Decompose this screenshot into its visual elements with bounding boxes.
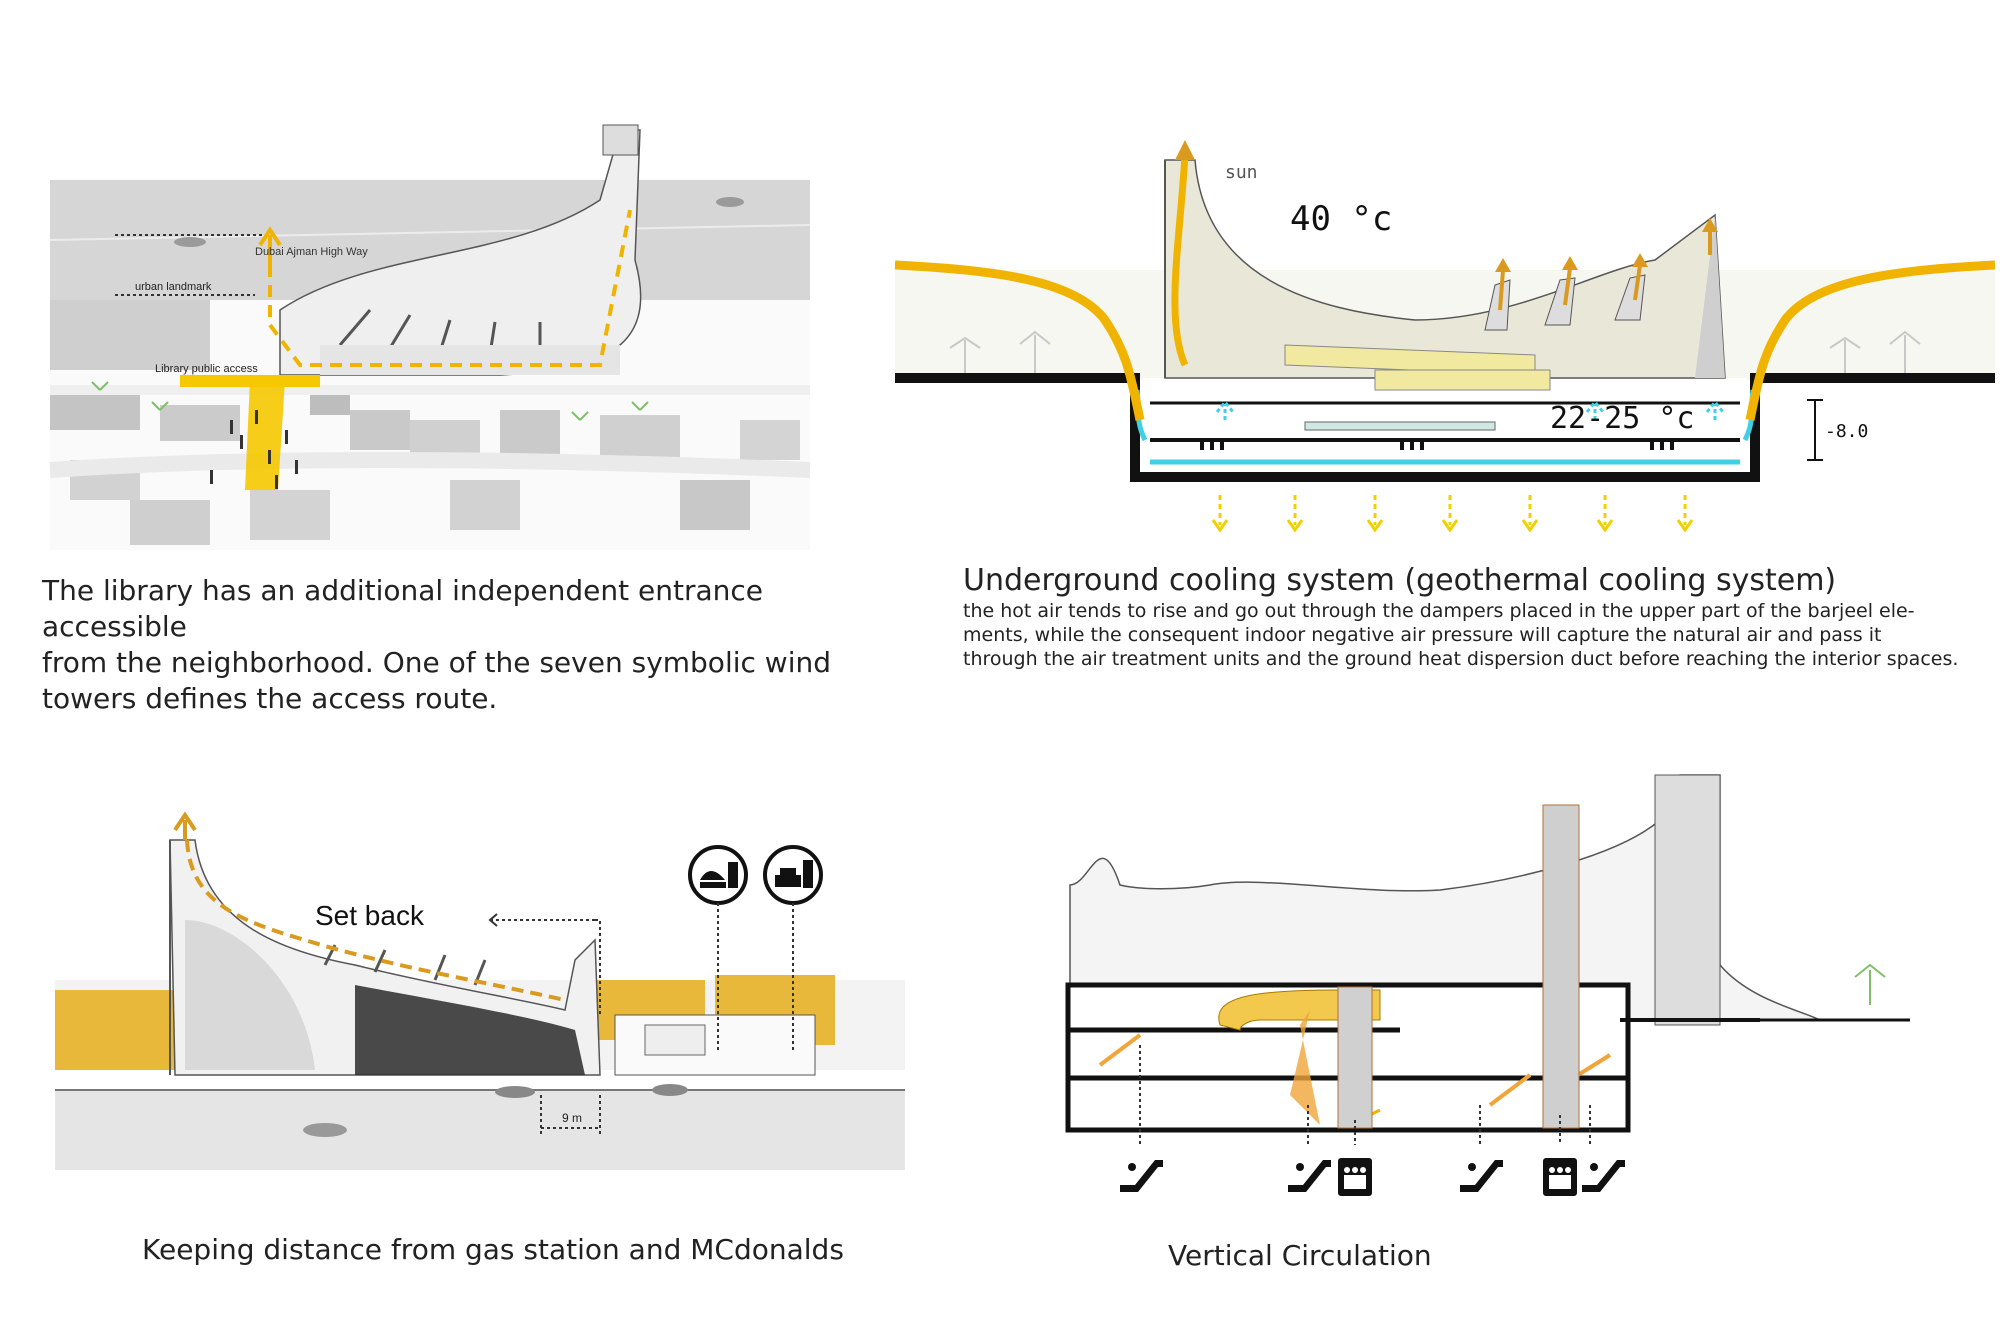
inside-temperature: 22-25 °c — [1550, 401, 1695, 436]
caption-line: towers defines the access route. — [42, 682, 498, 715]
highway-label: Dubai Ajman High Way — [255, 246, 368, 258]
panel4-caption: Vertical Circulation — [1168, 1239, 1432, 1272]
setback-label: Set back — [315, 900, 425, 931]
elevator-icon — [1338, 1158, 1372, 1196]
caption-line: from the neighborhood. One of the seven … — [42, 646, 831, 679]
panel2-caption: Underground cooling system (geothermal c… — [963, 563, 1983, 671]
cooling-body-line: through the air treatment units and the … — [963, 648, 1959, 670]
escalator-icon — [1120, 1160, 1163, 1192]
aerial-illustration: Dubai Ajman High Way urban landmark Libr… — [49, 124, 811, 550]
circulation-section-illustration — [1065, 774, 1910, 1196]
escalator-icon — [1582, 1160, 1625, 1192]
hot-air-flow — [894, 260, 1145, 421]
panel-setback: 9 m Set back — [55, 800, 905, 1170]
outside-temperature: 40 °c — [1290, 199, 1392, 239]
setback-illustration: 9 m Set back — [55, 811, 905, 1170]
cooling-title: Underground cooling system (geothermal c… — [963, 563, 1837, 598]
building — [50, 300, 210, 370]
access-route — [268, 209, 632, 367]
building-shell — [1164, 159, 1726, 379]
burger-drink-icon — [688, 845, 748, 1050]
sun-label: sun — [1225, 162, 1258, 183]
elevator-icon — [1543, 1158, 1577, 1196]
cooling-body-line: ments, while the consequent indoor negat… — [963, 624, 1882, 646]
caption-line: The library has an additional independen… — [42, 574, 763, 643]
panel-cooling-section: sun 40 °c 22-25 °c -8.0 — [894, 120, 1996, 560]
cooling-section-illustration: sun 40 °c 22-25 °c -8.0 — [894, 140, 1996, 533]
urban-landmark-label: urban landmark — [135, 281, 212, 293]
panel-neighborhood-access: Dubai Ajman High Way urban landmark Libr… — [40, 90, 820, 560]
road — [55, 1090, 905, 1170]
cooling-body-line: the hot air tends to rise and go out thr… — [963, 600, 1915, 622]
public-access-label: Library public access — [155, 363, 258, 375]
escalator-icon — [1460, 1160, 1503, 1192]
panel3-caption: Keeping distance from gas station and MC… — [142, 1233, 844, 1266]
escalator-icon — [1288, 1160, 1331, 1192]
depth-label: -8.0 — [1825, 421, 1868, 442]
panel1-caption: The library has an additional independen… — [42, 573, 892, 717]
panel-vertical-circulation — [1060, 765, 1940, 1215]
gas-station-car-icon — [763, 845, 823, 1050]
ground-section — [895, 373, 1995, 482]
distance-label: 9 m — [562, 1111, 582, 1125]
